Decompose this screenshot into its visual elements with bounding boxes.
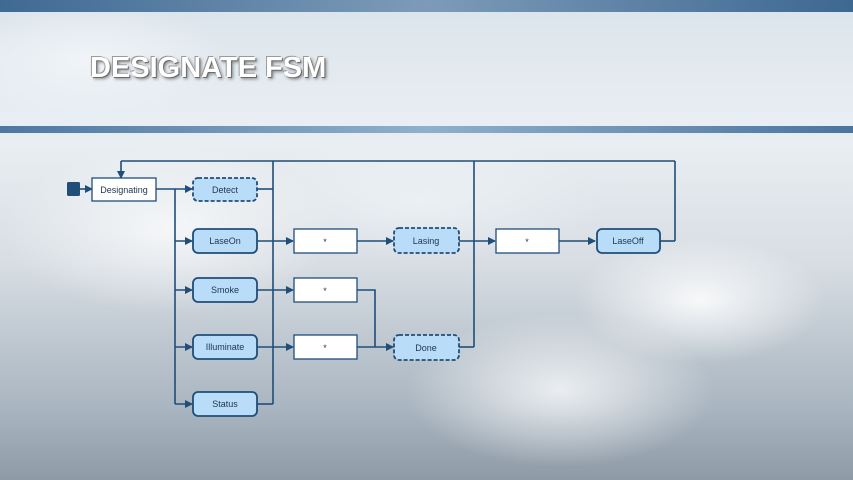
- state-illuminate-label: Illuminate: [206, 342, 245, 352]
- initial-state-marker: [67, 182, 80, 196]
- connectors: [80, 160, 676, 408]
- wildcard-node-1-label: *: [323, 237, 327, 247]
- state-detect: Detect: [192, 177, 258, 202]
- wildcard-node-4-label: *: [525, 237, 529, 247]
- state-status: Status: [192, 391, 258, 417]
- state-lasing: Lasing: [393, 227, 460, 254]
- state-done-label: Done: [415, 343, 437, 353]
- wildcard-node-3: *: [293, 334, 358, 360]
- slide-title: DESIGNATE FSM: [90, 52, 327, 84]
- state-illuminate: Illuminate: [192, 334, 258, 360]
- title-divider: [0, 126, 853, 133]
- state-designating-label: Designating: [100, 185, 148, 195]
- state-laseon: LaseOn: [192, 228, 258, 254]
- state-done: Done: [393, 334, 460, 361]
- state-laseoff-label: LaseOff: [612, 236, 644, 246]
- wildcard-node-4: *: [495, 228, 560, 254]
- state-laseon-label: LaseOn: [209, 236, 241, 246]
- top-accent-strip: [0, 0, 853, 12]
- wildcard-node-2-label: *: [323, 286, 327, 296]
- state-status-label: Status: [212, 399, 238, 409]
- wildcard-node-1: *: [293, 228, 358, 254]
- wildcard-node-3-label: *: [323, 343, 327, 353]
- state-lasing-label: Lasing: [413, 236, 440, 246]
- state-designating: Designating: [91, 177, 157, 202]
- edge-any2-done: [357, 289, 376, 347]
- state-laseoff: LaseOff: [596, 228, 661, 254]
- state-smoke: Smoke: [192, 277, 258, 303]
- title-band: [0, 12, 853, 126]
- state-smoke-label: Smoke: [211, 285, 239, 295]
- wildcard-node-2: *: [293, 277, 358, 303]
- state-detect-label: Detect: [212, 185, 239, 195]
